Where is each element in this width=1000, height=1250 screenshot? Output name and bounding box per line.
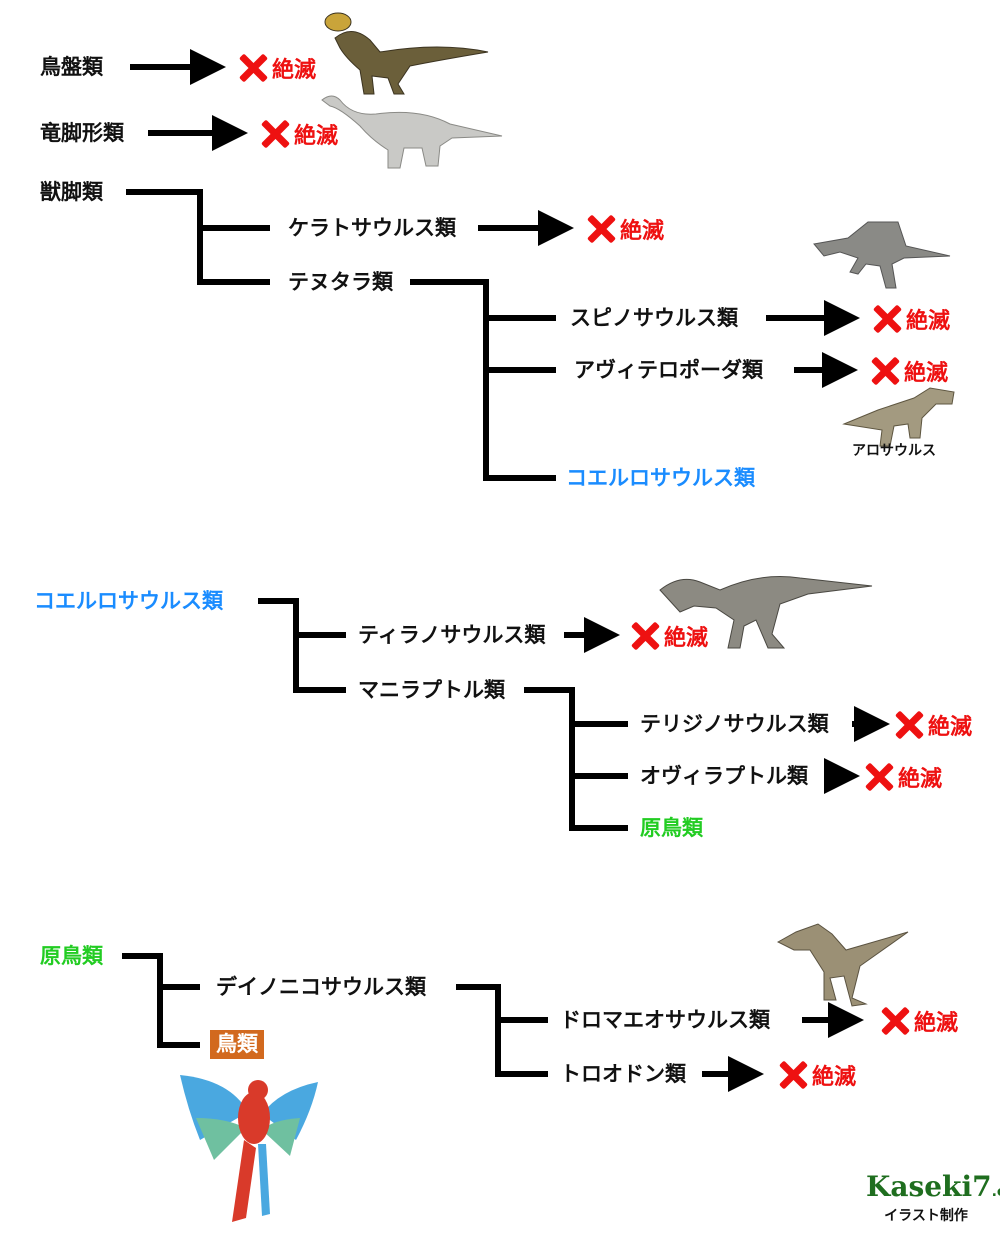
label-paraves-1: 原鳥類 xyxy=(640,816,703,840)
label-oviraptorosauria: オヴィラプトル類 xyxy=(640,764,808,788)
label-maniraptora: マニラプトル類 xyxy=(358,678,505,702)
cross-icon xyxy=(894,710,924,740)
extinct-label: 絶滅 xyxy=(914,1011,959,1036)
label-coelurosauria-2: コエルロサウルス類 xyxy=(34,589,223,613)
extinct-spinosauroidea: 絶滅 xyxy=(872,303,950,335)
extinct-label: 絶滅 xyxy=(906,309,951,334)
label-avetheropoda: アヴィテロポーダ類 xyxy=(574,358,763,382)
extinct-label: 絶滅 xyxy=(812,1065,857,1090)
extinct-ceratosauria: 絶滅 xyxy=(586,213,664,245)
extinct-label: 絶滅 xyxy=(294,124,339,149)
tyrannosaurus-illustration xyxy=(659,576,873,649)
branch-paraves xyxy=(122,953,200,1048)
extinct-troodontidae: 絶滅 xyxy=(778,1059,856,1091)
label-paraves-2: 原鳥類 xyxy=(40,944,103,968)
label-spinosauroidea: スピノサウルス類 xyxy=(570,306,738,330)
extinct-ornithischia: 絶滅 xyxy=(238,52,316,84)
label-ornithischia: 鳥盤類 xyxy=(40,55,103,79)
cross-icon xyxy=(870,356,900,386)
label-tetanurae: テヌタラ類 xyxy=(288,270,393,294)
extinct-label: 絶滅 xyxy=(272,58,317,83)
label-aves: 鳥類 xyxy=(210,1030,264,1059)
label-coelurosauria-1: コエルロサウルス類 xyxy=(566,466,755,490)
cross-icon xyxy=(872,304,902,334)
label-tyrannosauroidea: ティラノサウルス類 xyxy=(358,623,546,647)
branch-tetanurae xyxy=(410,279,556,481)
extinct-oviraptorosauria: 絶滅 xyxy=(864,761,942,793)
extinct-sauropodomorpha: 絶滅 xyxy=(260,118,338,150)
label-ceratosauria: ケラトサウルス類 xyxy=(288,216,456,240)
label-deinonychosauria: デイノニコサウルス類 xyxy=(216,975,426,999)
credit-caption: イラスト制作 xyxy=(884,1208,968,1224)
cross-icon xyxy=(778,1060,808,1090)
branch-coelurosauria xyxy=(258,598,346,693)
hadrosaur-illustration xyxy=(324,12,489,95)
spinosaurus-illustration xyxy=(813,221,951,289)
branch-deinonycho-split xyxy=(456,984,548,1077)
cross-icon xyxy=(586,214,616,244)
sauropod-illustration xyxy=(321,95,503,169)
caption-allosaurus: アロサウルス xyxy=(852,443,936,459)
label-sauropodomorpha: 竜脚形類 xyxy=(40,121,124,145)
cross-icon xyxy=(630,621,660,651)
branch-theropoda xyxy=(126,189,270,285)
parrot-illustration xyxy=(180,1075,318,1222)
velociraptor-illustration xyxy=(776,923,909,1007)
extinct-dromaeosauridae: 絶滅 xyxy=(880,1005,958,1037)
label-troodontidae: トロオドン類 xyxy=(560,1062,686,1086)
extinct-label: 絶滅 xyxy=(904,361,949,386)
label-therizinosauria: テリジノサウルス類 xyxy=(640,712,829,736)
label-theropoda: 獣脚類 xyxy=(40,180,103,204)
extinct-label: 絶滅 xyxy=(898,767,943,792)
extinct-tyrannosauroidea: 絶滅 xyxy=(630,620,708,652)
extinct-label: 絶滅 xyxy=(620,219,665,244)
branch-maniraptora xyxy=(524,687,628,831)
extinct-label: 絶滅 xyxy=(664,626,709,651)
extinct-label: 絶滅 xyxy=(928,715,973,740)
extinct-therizinosauria: 絶滅 xyxy=(894,709,972,741)
cross-icon xyxy=(864,762,894,792)
logo-domain: .com xyxy=(991,1184,1000,1200)
extinct-avetheropoda: 絶滅 xyxy=(870,355,948,387)
allosaurus-illustration xyxy=(842,387,955,447)
cross-icon xyxy=(238,53,268,83)
credit-logo: Kaseki7.com イラスト制作 xyxy=(866,1170,1000,1225)
label-dromaeosauridae: ドロマエオサウルス類 xyxy=(560,1008,770,1032)
cross-icon xyxy=(260,119,290,149)
cross-icon xyxy=(880,1006,910,1036)
logo-text: Kaseki7 xyxy=(866,1170,992,1203)
